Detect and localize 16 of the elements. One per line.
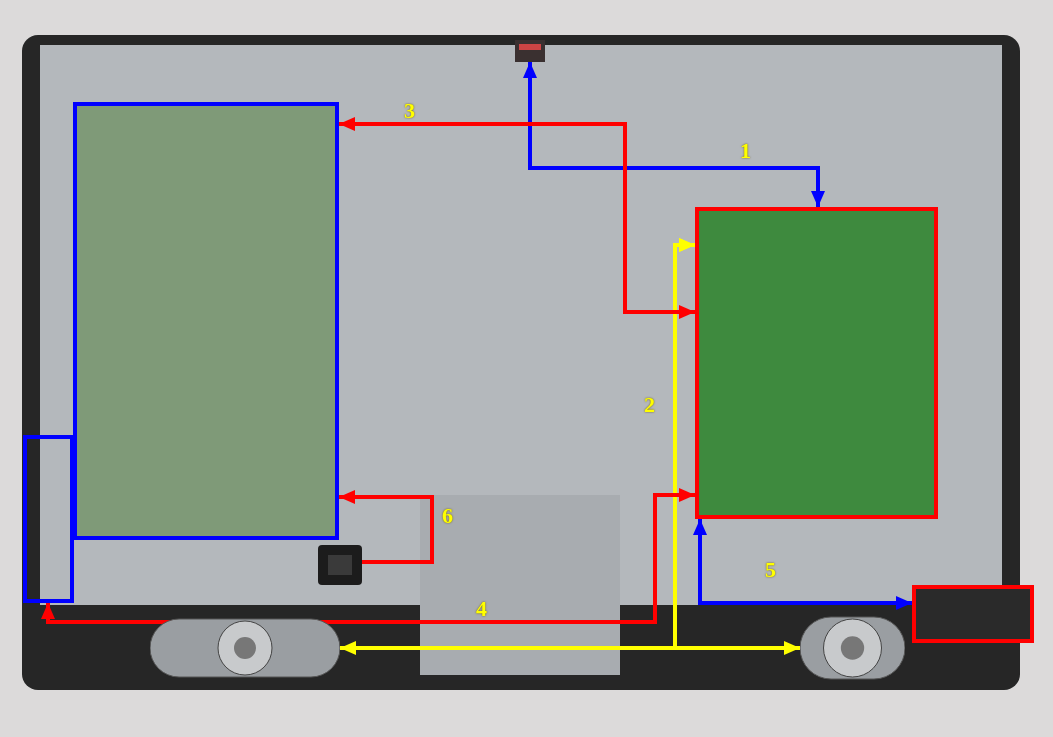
callout-number: 1 [740,140,751,162]
sensor-board [912,585,1034,643]
callout-number: 2 [644,394,655,416]
callout-number: 5 [765,559,776,581]
power-inlet-drawing [318,545,362,585]
callout-number: 4 [476,598,487,620]
power-board [73,102,339,540]
arrow [693,519,912,610]
arrow [339,490,434,564]
callout-number: 6 [442,505,453,527]
connector-area [23,435,74,603]
callout-number: 3 [404,100,415,122]
panel-connector-drawing [515,40,545,62]
main-board [695,207,938,519]
arrow [339,117,695,319]
arrow [523,62,825,207]
